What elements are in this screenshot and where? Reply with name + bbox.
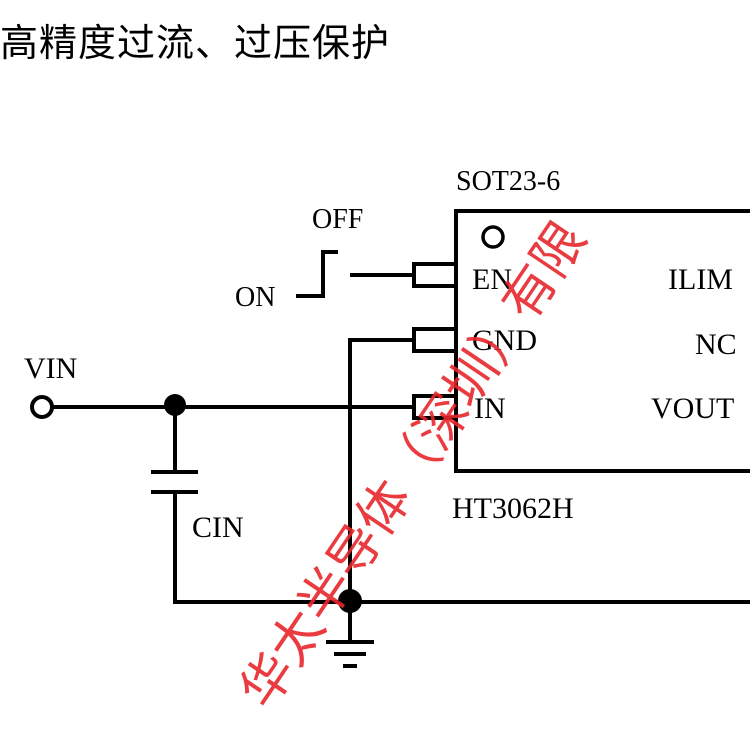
pin1-marker (481, 225, 505, 249)
vin-terminal (30, 395, 54, 419)
pin-gnd-stub (412, 327, 458, 353)
gnd-junction (338, 589, 362, 613)
page-title: 高精度过流、过压保护 (0, 21, 391, 65)
pin-label-en: EN (472, 263, 512, 296)
pin-label-nc: NC (695, 328, 737, 361)
package-label: SOT23-6 (456, 166, 560, 197)
chip-label: HT3062H (452, 492, 574, 525)
switch-on-label: ON (235, 282, 275, 313)
gnd-wire (348, 338, 414, 642)
vin-label: VIN (24, 352, 77, 385)
pin-label-gnd: GND (472, 324, 537, 357)
pin-label-in: IN (474, 392, 506, 425)
cin-label: CIN (192, 511, 244, 544)
pin-label-vout: VOUT (651, 392, 734, 425)
pin-label-ilim: ILIM (668, 263, 733, 296)
pin-en-stub (412, 262, 458, 288)
enable-switch (296, 250, 338, 298)
switch-off-label: OFF (312, 204, 363, 235)
ground-rail (173, 492, 750, 604)
